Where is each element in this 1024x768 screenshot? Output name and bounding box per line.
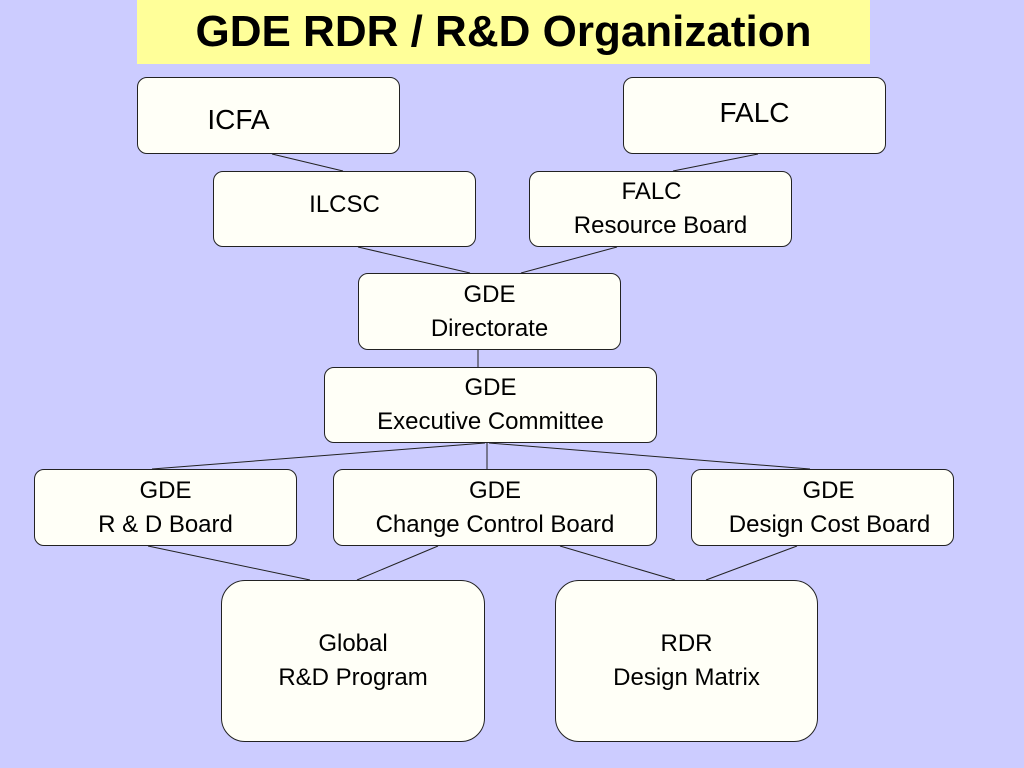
rdr-design-matrix-line-1: RDR (660, 630, 713, 657)
connector-falc-resource-board-directorate (520, 246, 618, 274)
connector-executive-design-cost (488, 442, 811, 470)
gde-rd-board-box: GDE R & D Board (34, 469, 297, 546)
connector-rd-board-global (147, 545, 311, 581)
gde-design-cost-board-line-1: GDE (802, 476, 855, 504)
connector-icfa-ilcsc (271, 153, 344, 172)
gde-directorate-line-1: GDE (463, 280, 516, 308)
connector-executive-rd-board (151, 442, 486, 470)
falc-resource-board-line-1: FALC (621, 178, 682, 205)
gde-change-control-board-line-2: Change Control Board (375, 510, 615, 538)
falc-resource-board-line-2: Resource Board (573, 212, 748, 239)
connector-change-control-rdr (559, 545, 676, 581)
gde-change-control-board-line-1: GDE (468, 476, 521, 504)
falc-label: FALC (719, 97, 790, 128)
gde-rd-board-line-1: GDE (139, 476, 192, 504)
ilcsc-box: ILCSC (213, 171, 476, 247)
global-rd-program-line-1: Global (318, 630, 388, 657)
gde-directorate-box: GDE Directorate (358, 273, 621, 350)
gde-design-cost-board-line-2: Design Cost Board (728, 510, 931, 538)
falc-resource-board-box: FALC Resource Board (529, 171, 792, 247)
ilcsc-label: ILCSC (309, 191, 380, 218)
global-rd-program-box: Global R&D Program (221, 580, 485, 742)
gde-executive-committee-line-1: GDE (464, 374, 517, 401)
connector-falc-falc-resource-board (672, 153, 759, 172)
rdr-design-matrix-box: RDR Design Matrix (555, 580, 818, 742)
gde-directorate-line-2: Directorate (430, 314, 549, 342)
gde-executive-committee-box: GDE Executive Committee (324, 367, 657, 443)
gde-rd-board-line-2: R & D Board (98, 510, 233, 538)
icfa-label: ICFA (207, 103, 270, 135)
global-rd-program-line-2: R&D Program (278, 664, 428, 691)
connector-change-control-global (356, 545, 439, 581)
gde-design-cost-board-box: GDE Design Cost Board (691, 469, 954, 546)
connector-design-cost-rdr (705, 545, 798, 581)
rdr-design-matrix-line-2: Design Matrix (613, 664, 760, 691)
connector-ilcsc-directorate (357, 246, 471, 274)
gde-change-control-board-box: GDE Change Control Board (333, 469, 657, 546)
page-title: GDE RDR / R&D Organization (137, 0, 870, 64)
falc-box: FALC (623, 77, 886, 154)
icfa-box: ICFA (137, 77, 400, 154)
gde-executive-committee-line-2: Executive Committee (377, 408, 604, 435)
